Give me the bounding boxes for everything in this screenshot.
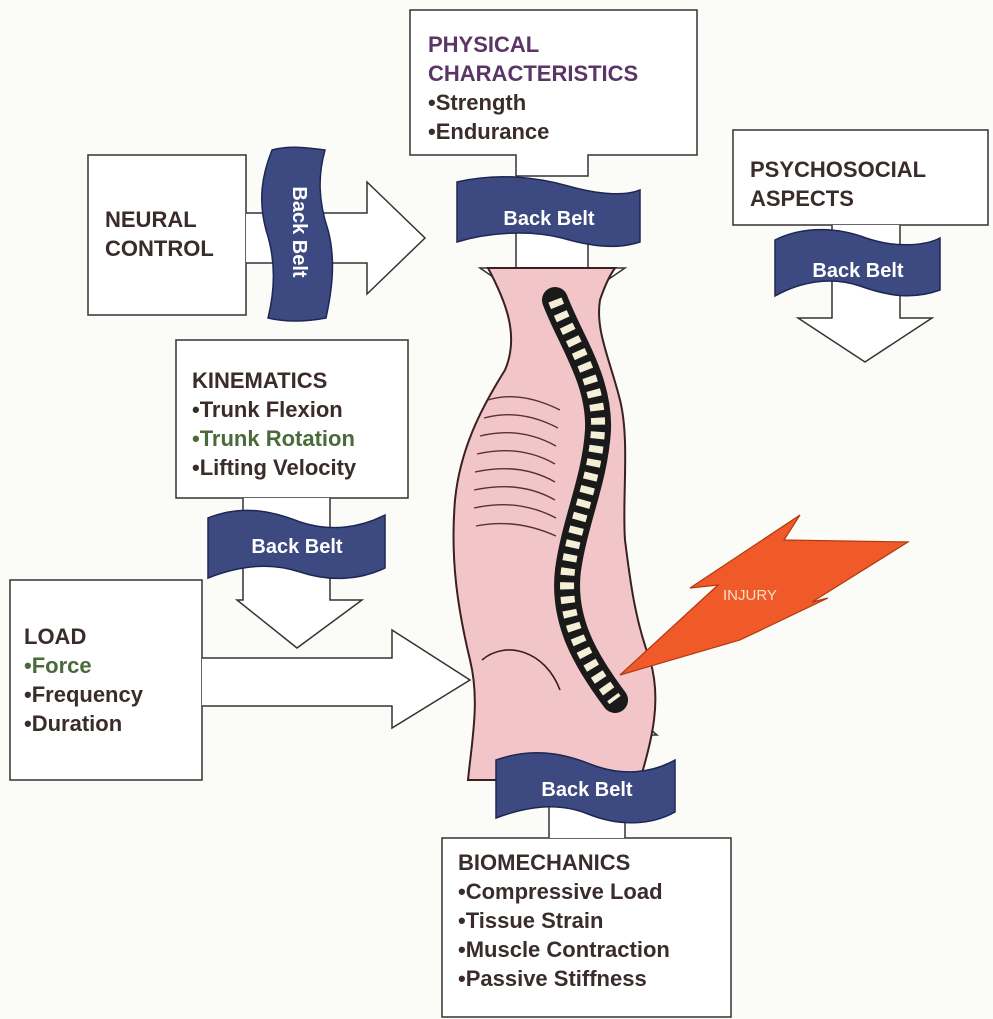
back-belt-label: Back Belt (812, 260, 903, 282)
biomechanics-label: BIOMECHANICS •Compressive Load •Tissue S… (458, 848, 670, 993)
load-item-force: •Force (24, 651, 143, 680)
physical-title-1: PHYSICAL (428, 30, 638, 59)
physical-item-endurance: •Endurance (428, 117, 638, 146)
physical-item-strength: •Strength (428, 88, 638, 117)
biomechanics-item-passive-stiffness: •Passive Stiffness (458, 964, 670, 993)
biomechanics-item-tissue-strain: •Tissue Strain (458, 906, 670, 935)
load-label: LOAD •Force •Frequency •Duration (24, 622, 143, 738)
biomechanics-title: BIOMECHANICS (458, 848, 670, 877)
kinematics-label: KINEMATICS •Trunk Flexion •Trunk Rotatio… (192, 366, 356, 482)
kinematics-item-trunk-rotation: •Trunk Rotation (192, 424, 356, 453)
load-item-frequency: •Frequency (24, 680, 143, 709)
biomechanics-item-compressive-load: •Compressive Load (458, 877, 670, 906)
biomechanics-item-muscle-contraction: •Muscle Contraction (458, 935, 670, 964)
back-belt-label: Back Belt (288, 186, 310, 277)
injury-label: INJURY (723, 587, 777, 604)
back-belt-physical: Back Belt (457, 177, 640, 247)
back-belt-label: Back Belt (251, 536, 342, 558)
physical-title-2: CHARACTERISTICS (428, 59, 638, 88)
load-item-duration: •Duration (24, 709, 143, 738)
physical-characteristics-label: PHYSICAL CHARACTERISTICS •Strength •Endu… (428, 30, 638, 146)
back-belt-label: Back Belt (503, 208, 594, 230)
back-belt-neural: Back Belt (262, 147, 333, 321)
kinematics-title: KINEMATICS (192, 366, 356, 395)
load-title: LOAD (24, 622, 143, 651)
kinematics-item-lifting-velocity: •Lifting Velocity (192, 453, 356, 482)
back-belt-kinematics: Back Belt (208, 510, 385, 578)
back-belt-label: Back Belt (541, 779, 632, 801)
psychosocial-title-1: PSYCHOSOCIAL (750, 155, 926, 184)
kinematics-item-trunk-flexion: •Trunk Flexion (192, 395, 356, 424)
psychosocial-title-2: ASPECTS (750, 184, 926, 213)
load-arrow (202, 630, 470, 728)
neural-control-label: NEURAL CONTROL (105, 205, 214, 263)
neural-title-1: NEURAL (105, 205, 214, 234)
psychosocial-label: PSYCHOSOCIAL ASPECTS (750, 155, 926, 213)
neural-title-2: CONTROL (105, 234, 214, 263)
back-belt-biomechanics: Back Belt (496, 753, 675, 823)
